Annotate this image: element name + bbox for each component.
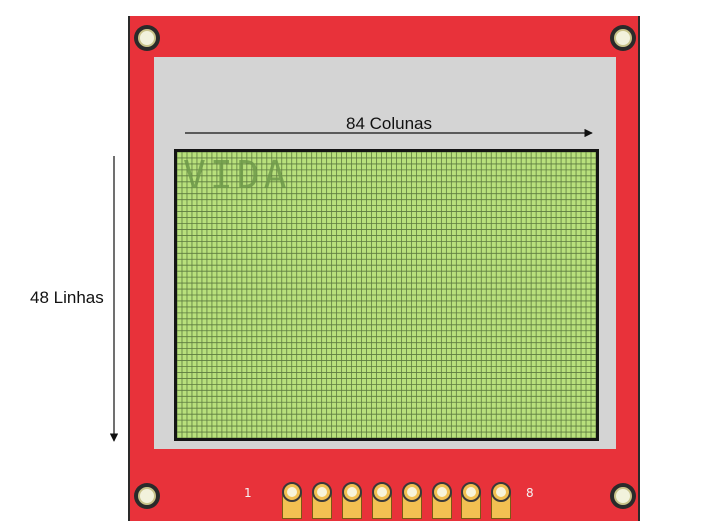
lcd-text: VIDA bbox=[183, 153, 291, 197]
header-pin-3 bbox=[341, 482, 362, 519]
pin-ring bbox=[371, 482, 392, 502]
pin-label-last: 8 bbox=[526, 486, 534, 500]
mounting-hole-top-right bbox=[610, 25, 636, 51]
pixel-grid-lines bbox=[177, 152, 596, 438]
rows-label: 48 Linhas bbox=[30, 288, 104, 307]
pin-ring bbox=[282, 482, 302, 502]
pin-ring bbox=[431, 482, 452, 502]
mounting-hole-bottom-left bbox=[134, 483, 160, 509]
pin-ring bbox=[461, 482, 482, 502]
pin-ring bbox=[341, 482, 362, 502]
header-pin-4 bbox=[371, 482, 392, 519]
lcd-screen: VIDA bbox=[174, 149, 599, 441]
mounting-hole-bottom-right bbox=[610, 483, 636, 509]
header-pin-6 bbox=[431, 482, 452, 519]
mounting-hole-top-left bbox=[134, 25, 160, 51]
header-pin-7 bbox=[461, 482, 482, 519]
pin-label-first: 1 bbox=[244, 486, 252, 500]
pin-ring bbox=[311, 482, 332, 502]
pin-ring bbox=[491, 482, 512, 502]
columns-label: 84 Colunas bbox=[346, 114, 433, 133]
header-pin-1 bbox=[282, 482, 302, 519]
pin-ring bbox=[401, 482, 422, 502]
header-pin-5 bbox=[401, 482, 422, 519]
header-pin-2 bbox=[311, 482, 332, 519]
header-pin-8 bbox=[491, 482, 512, 519]
pixel-grid bbox=[177, 152, 596, 438]
